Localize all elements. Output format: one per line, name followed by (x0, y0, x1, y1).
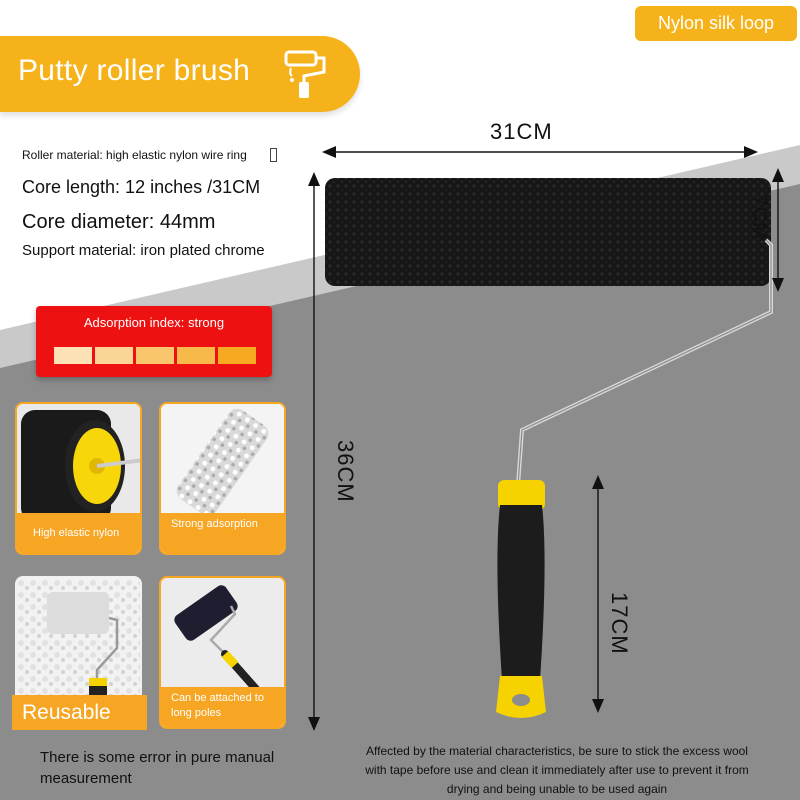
feature-thumb-nylon: High elastic nylon (15, 402, 142, 555)
adsorption-bar (218, 347, 256, 364)
spec-roller-material: Roller material: high elastic nylon wire… (22, 148, 247, 162)
adsorption-bar (54, 347, 92, 364)
mark-icon (270, 148, 277, 162)
title-banner: Putty roller brush (0, 36, 360, 112)
adsorption-panel: Adsorption index: strong (36, 306, 272, 377)
feature-thumb-pole: Can be attached to long poles (159, 576, 286, 729)
dimension-handle-label: 17CM (607, 592, 632, 655)
adsorption-bar (95, 347, 133, 364)
dimension-roller-height-label: 7CM (748, 195, 770, 241)
dimension-arrows (308, 146, 784, 731)
roller-image (325, 178, 773, 718)
feature-caption: Can be attached to long poles (161, 687, 284, 727)
feature-thumb-adsorption: Strong adsorption (159, 402, 286, 555)
adsorption-bar (136, 347, 174, 364)
adsorption-bar (177, 347, 215, 364)
care-note: Affected by the material characteristics… (365, 744, 749, 796)
dimension-width-label: 31CM (490, 119, 553, 144)
paint-roller-icon (284, 50, 326, 98)
measurement-note: There is some error in pure manual measu… (40, 749, 275, 787)
feature-caption: Strong adsorption (161, 513, 284, 553)
feature-caption-reusable: Reusable (12, 695, 147, 730)
page-title: Putty roller brush (18, 54, 251, 87)
adsorption-meter (54, 347, 256, 364)
spec-support-material: Support material: iron plated chrome (22, 242, 265, 259)
adsorption-label: Adsorption index: strong (83, 315, 225, 330)
spec-core-length: Core length: 12 inches /31CM (22, 177, 261, 197)
nylon-tag: Nylon silk loop (635, 6, 797, 41)
feature-caption: High elastic nylon (17, 513, 140, 553)
dimension-total-height-label: 36CM (333, 440, 358, 503)
spec-core-diameter: Core diameter: 44mm (22, 211, 216, 233)
